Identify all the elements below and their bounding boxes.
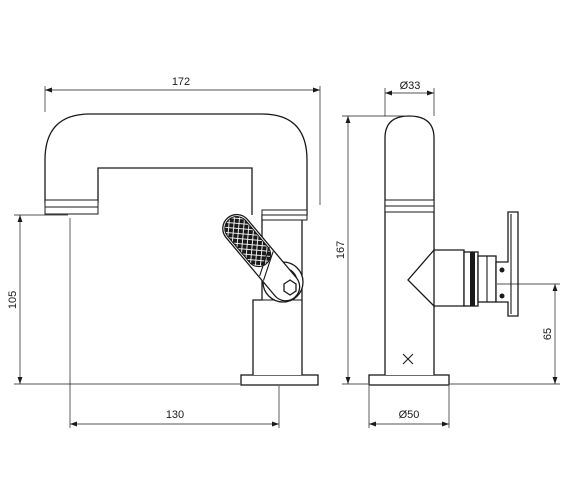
dim-side-height: 167: [335, 241, 347, 259]
side-column: [384, 115, 435, 375]
dim-front-spout-height: 105: [7, 291, 19, 309]
front-view: 172 105 130: [7, 76, 321, 428]
dim-side-diameter-top: Ø33: [400, 80, 421, 92]
side-view: Ø33 167 65 Ø50: [335, 80, 560, 428]
front-lever-hex: [283, 279, 297, 296]
front-base-plate: [240, 374, 319, 386]
dim-front-width: 172: [172, 76, 190, 88]
side-cross-mark: [402, 353, 414, 365]
dim-front-reach: 130: [166, 409, 184, 421]
front-lever-handle: [222, 213, 301, 302]
side-lever-handle: [495, 211, 519, 317]
dim-side-lever-height: 65: [542, 328, 554, 340]
dim-side-diameter-base: Ø50: [399, 409, 420, 421]
side-base-plate: [368, 374, 450, 386]
